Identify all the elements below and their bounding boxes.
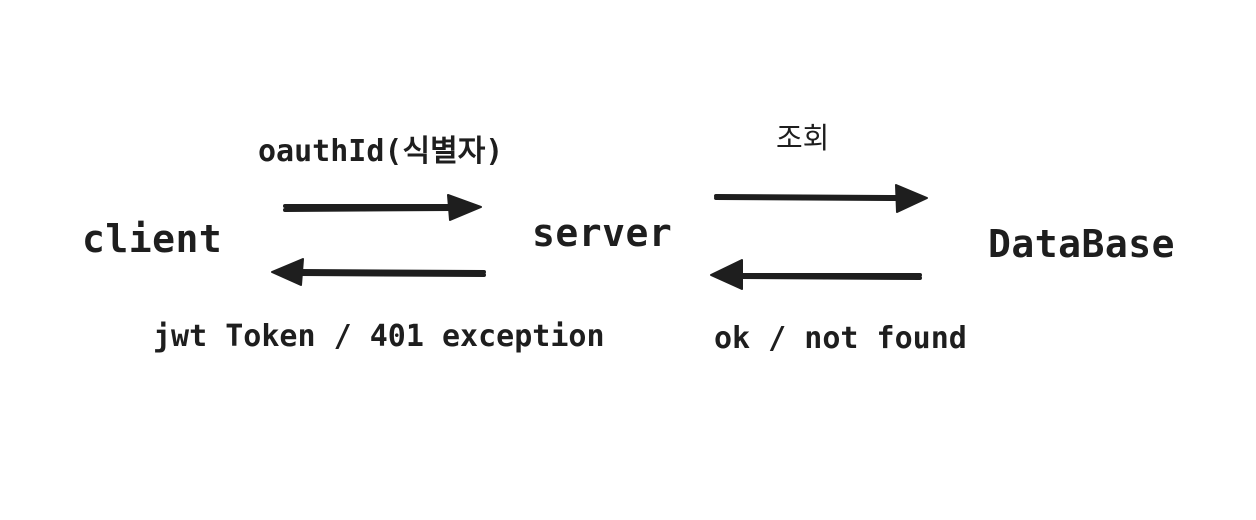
edge-label-database-to-server: ok / not found <box>714 321 967 356</box>
node-server: server <box>532 211 673 255</box>
node-client: client <box>82 217 223 261</box>
edge-label-server-to-client: jwt Token / 401 exception <box>153 319 605 354</box>
arrow-database-to-server <box>710 259 922 290</box>
edge-label-server-to-database: 조회 <box>776 121 830 155</box>
arrow-client-to-server <box>283 194 482 221</box>
arrow-server-to-database <box>714 184 928 213</box>
node-database: DataBase <box>988 222 1176 266</box>
edge-label-client-to-server: oauthId(식별자) <box>258 134 504 169</box>
arrow-server-to-client <box>271 258 486 286</box>
